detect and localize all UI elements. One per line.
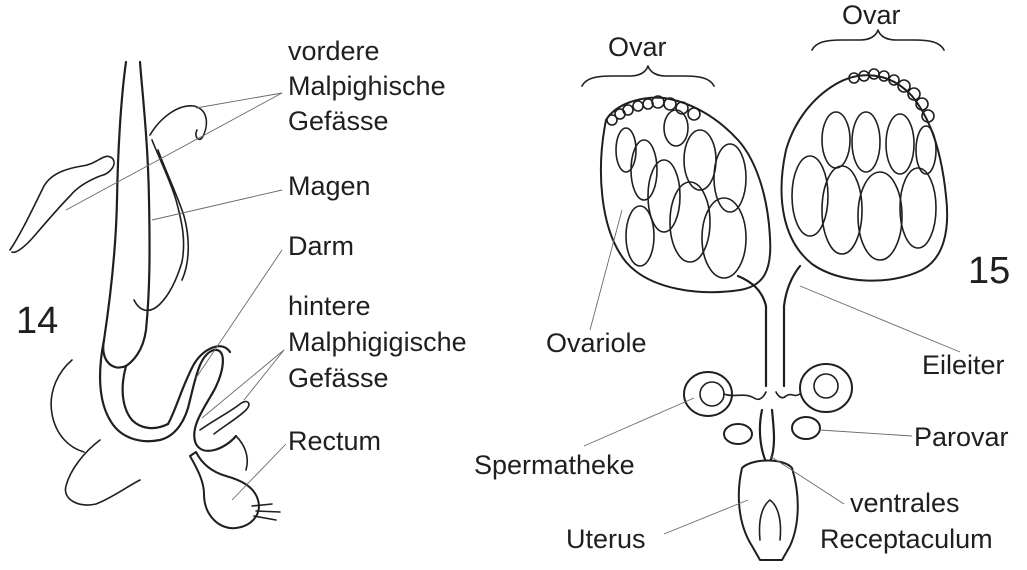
parovar-left bbox=[724, 424, 752, 444]
posterior-malpighian-right bbox=[200, 402, 249, 470]
figure-14-leaders bbox=[66, 93, 286, 500]
label-magen: Magen bbox=[288, 171, 371, 201]
left-ovary bbox=[601, 98, 770, 292]
label-rectum: Rectum bbox=[288, 426, 381, 456]
label-ovariole: Ovariole bbox=[546, 328, 647, 358]
midgut-loop bbox=[100, 340, 190, 441]
anterior-malpighian-hook bbox=[150, 106, 206, 139]
figure-15-number: 15 bbox=[968, 250, 1010, 292]
label-vordere-3: Gefässe bbox=[288, 106, 389, 136]
label-uterus: Uterus bbox=[566, 524, 646, 554]
label-spermatheke: Spermatheke bbox=[474, 450, 635, 480]
anterior-malpighian-left bbox=[10, 156, 114, 252]
ovar-left-bracket bbox=[582, 66, 714, 86]
spermatheke-right-duct bbox=[776, 392, 800, 398]
label-vordere-1: vordere bbox=[288, 36, 380, 66]
label-parovar: Parovar bbox=[914, 422, 1009, 452]
ovar-right-bracket bbox=[812, 30, 944, 50]
figure-14-number: 14 bbox=[16, 300, 58, 342]
label-hintere-3: Gefässe bbox=[288, 363, 389, 393]
label-hintere-1: hintere bbox=[288, 291, 371, 321]
figure-14-drawing bbox=[10, 62, 280, 528]
right-ovary bbox=[782, 75, 948, 280]
label-ventrales-2: Receptaculum bbox=[820, 524, 993, 554]
posterior-malpighian-left bbox=[51, 360, 140, 505]
parovar-right bbox=[792, 417, 820, 439]
spermatheke-right-outer bbox=[800, 364, 852, 412]
label-vordere-2: Malpighische bbox=[288, 71, 446, 101]
foregut-tube bbox=[103, 62, 149, 368]
rectum-bulb bbox=[190, 452, 259, 528]
label-ovar-right: Ovar bbox=[842, 0, 901, 30]
label-hintere-2: Malphigigische bbox=[288, 327, 467, 357]
uterus bbox=[739, 461, 798, 561]
label-ventrales-1: ventrales bbox=[850, 488, 960, 518]
label-eileiter: Eileiter bbox=[922, 350, 1005, 380]
label-ovar-left: Ovar bbox=[608, 32, 667, 62]
figure-15-drawing bbox=[582, 30, 947, 560]
label-darm: Darm bbox=[288, 231, 354, 261]
anterior-malpighian-wavy bbox=[134, 140, 188, 310]
ventral-receptaculum bbox=[760, 410, 774, 462]
